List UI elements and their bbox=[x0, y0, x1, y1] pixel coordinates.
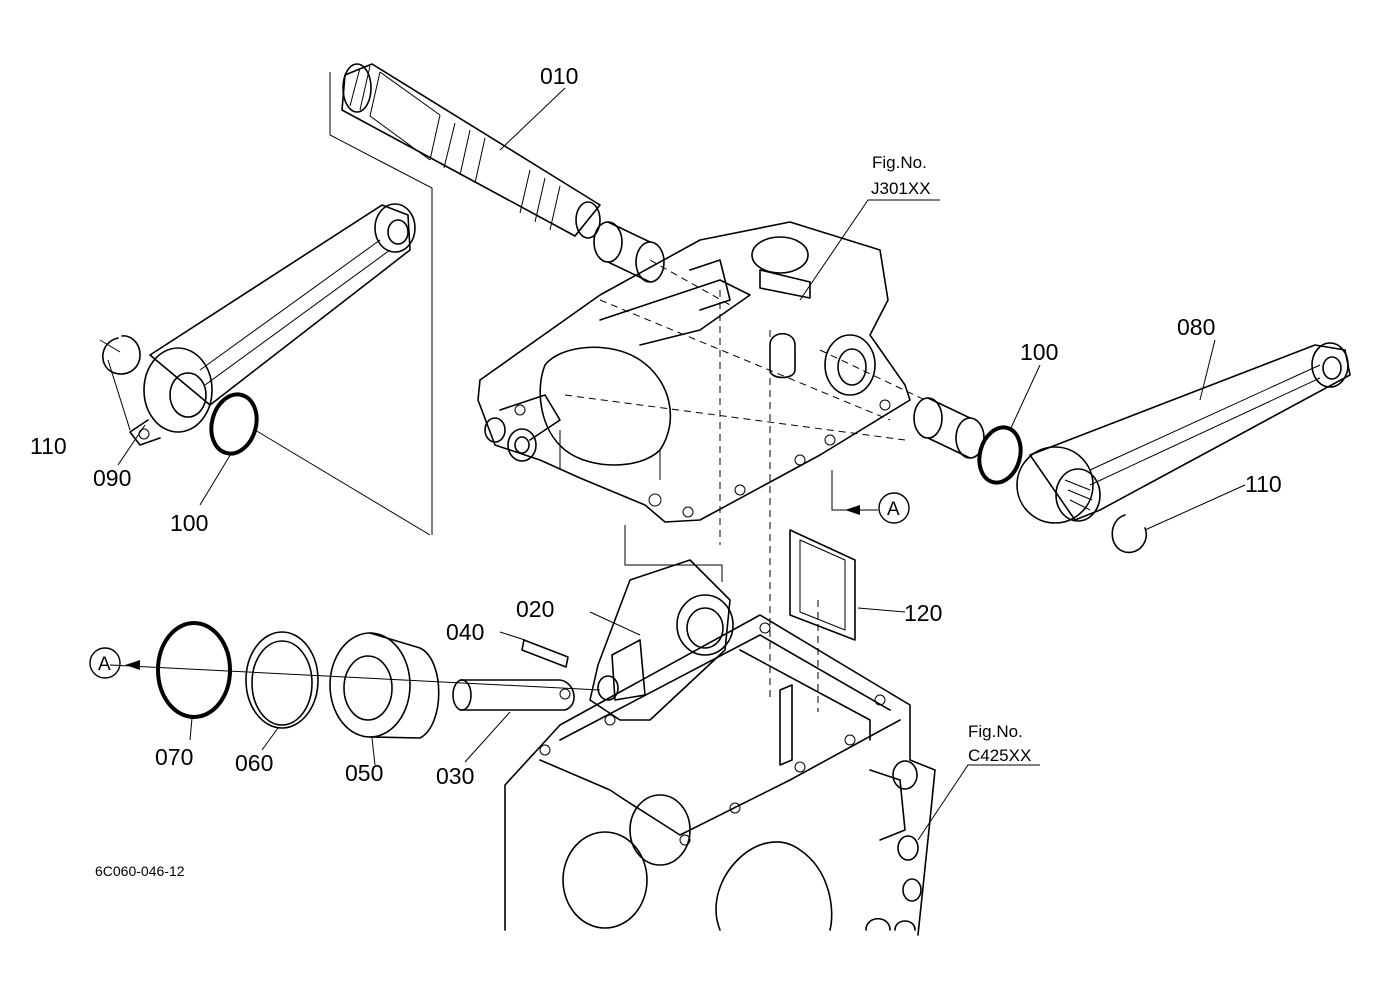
part-080-lift-arm bbox=[1016, 342, 1351, 524]
part-070-o-ring bbox=[156, 621, 232, 719]
part-100-o-ring-right bbox=[977, 425, 1023, 485]
leader-bracket-arm bbox=[624, 525, 723, 582]
hydraulic-cover-housing bbox=[477, 221, 911, 523]
part-060-backup-ring bbox=[245, 631, 319, 729]
marker-a-right: A bbox=[887, 499, 900, 520]
label-020: 020 bbox=[516, 596, 554, 622]
part-090-lift-arm bbox=[129, 203, 416, 446]
drawing-code: 6C060-046-12 bbox=[95, 863, 185, 879]
ref-bottom-fig-label: Fig.No. bbox=[968, 722, 1023, 741]
part-040-pin bbox=[521, 639, 569, 668]
bushing-right bbox=[913, 397, 985, 459]
figure-references: Fig.No. J301XX Fig.No. C425XX bbox=[871, 153, 1031, 765]
part-120-plate bbox=[789, 529, 856, 641]
arrow-to-a-left bbox=[125, 660, 140, 670]
label-110-right: 110 bbox=[1245, 471, 1282, 497]
label-100-left: 100 bbox=[170, 510, 208, 536]
leader-bracket-shaft bbox=[329, 72, 433, 535]
leader-lines bbox=[107, 87, 1246, 841]
label-010: 010 bbox=[540, 63, 578, 89]
dashed-center-lines bbox=[564, 259, 926, 712]
label-080: 080 bbox=[1177, 314, 1215, 340]
label-060: 060 bbox=[235, 750, 273, 776]
ref-bottom-fig-code: C425XX bbox=[968, 746, 1031, 765]
part-100-o-ring-left bbox=[209, 392, 259, 456]
part-030-rod bbox=[452, 679, 575, 711]
marker-a-left: A bbox=[98, 654, 111, 675]
section-marker-right: A bbox=[878, 492, 910, 524]
ref-top-fig-label: Fig.No. bbox=[872, 153, 927, 172]
part-110-snap-ring-right bbox=[1111, 514, 1147, 554]
section-marker-left: A bbox=[89, 647, 121, 679]
label-050: 050 bbox=[345, 760, 383, 786]
bushing-upper bbox=[593, 221, 665, 283]
label-120: 120 bbox=[904, 600, 942, 626]
part-050-piston bbox=[329, 632, 440, 739]
part-010-shaft bbox=[341, 63, 601, 239]
transmission-case bbox=[504, 614, 936, 936]
axis-line-piston bbox=[109, 664, 601, 691]
label-090: 090 bbox=[93, 465, 131, 491]
label-070: 070 bbox=[155, 744, 193, 770]
label-110-left: 110 bbox=[30, 433, 67, 459]
label-040: 040 bbox=[446, 619, 484, 645]
part-labels: 010 020 030 040 050 060 070 080 090 100 … bbox=[30, 63, 1282, 789]
label-030: 030 bbox=[436, 763, 474, 789]
arrow-to-a-right bbox=[845, 505, 860, 515]
ref-top-fig-code: J301XX bbox=[871, 179, 931, 198]
label-100-right: 100 bbox=[1020, 339, 1058, 365]
part-110-snap-ring-left bbox=[99, 335, 141, 375]
